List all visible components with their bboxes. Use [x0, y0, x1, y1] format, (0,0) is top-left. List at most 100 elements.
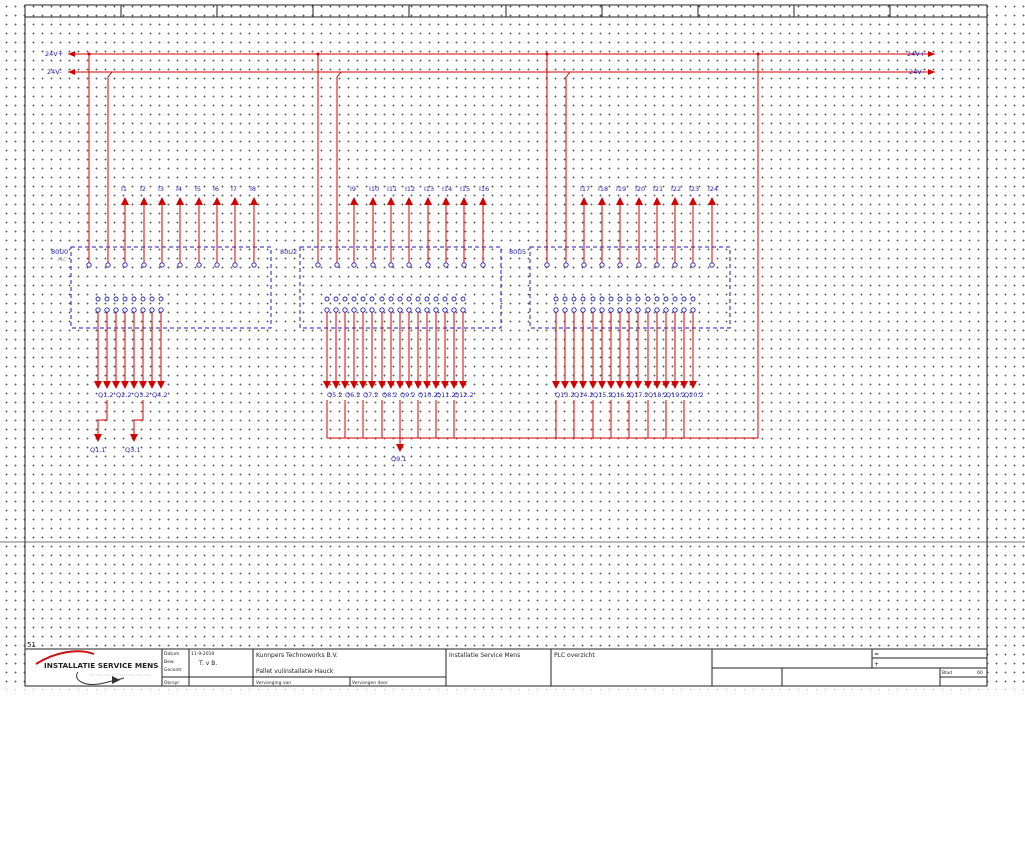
output-terminal [654, 307, 660, 313]
input-label: I24 [708, 185, 718, 193]
coil-terminal [617, 296, 623, 302]
supply-terminal [563, 262, 569, 268]
output-terminal [608, 307, 614, 313]
output-label: Q6.2 [345, 391, 360, 399]
merged-output-label: Q9.1 [391, 455, 406, 463]
output-terminal [424, 307, 430, 313]
junction-dot [545, 52, 549, 56]
input-terminal [122, 262, 128, 268]
date-label: Datum [164, 651, 179, 657]
module-tag: 80U2 [280, 248, 297, 256]
coil-terminal [580, 296, 586, 302]
coil-terminal [415, 296, 421, 302]
output-terminal [580, 307, 586, 313]
coil-terminal [158, 296, 164, 302]
output-terminal [122, 307, 128, 313]
input-terminal [480, 262, 486, 268]
output-terminal [149, 307, 155, 313]
coil-terminal [460, 296, 466, 302]
output-terminal [617, 307, 623, 313]
sheet-label: Blad [942, 670, 952, 676]
input-label: I23 [689, 185, 699, 193]
input-terminal [690, 262, 696, 268]
common-return-bus [326, 54, 759, 439]
coil-terminal [95, 296, 101, 302]
date-value: 11-9-2019 [191, 651, 214, 657]
input-label: I17 [580, 185, 590, 193]
output-terminal [681, 307, 687, 313]
replacement-of-label: Vervanging van [256, 680, 291, 686]
coil-terminal [571, 296, 577, 302]
output-terminal [406, 307, 412, 313]
input-terminal [425, 262, 431, 268]
project-name: Pallet vulinstallatie Hauck [256, 668, 334, 675]
page-number: 51 [27, 641, 36, 649]
merge-wire-q1 [97, 400, 108, 440]
output-label: Q10.2 [418, 391, 438, 399]
output-terminal [140, 307, 146, 313]
rail-positive-label-right: 24V+ [907, 50, 925, 58]
input-label: I20 [635, 185, 645, 193]
output-label: Q20.2 [684, 391, 704, 399]
output-terminal [379, 307, 385, 313]
coil-terminal [131, 296, 137, 302]
junction-dot [316, 52, 320, 56]
input-terminal [581, 262, 587, 268]
output-label: Q5.2 [327, 391, 342, 399]
coil-terminal [442, 296, 448, 302]
input-label: I4 [176, 185, 182, 193]
output-terminal [397, 307, 403, 313]
output-terminal [562, 307, 568, 313]
output-terminal [333, 307, 339, 313]
output-terminal [369, 307, 375, 313]
input-label: I1 [121, 185, 127, 193]
editor-value: T. v B. [198, 660, 217, 667]
rail-positive-label-left: 24V+ [45, 50, 63, 58]
rail-negative-label-right: 24V- [909, 68, 924, 76]
input-terminal [443, 262, 449, 268]
input-terminal [159, 262, 165, 268]
terminal-layer [86, 262, 715, 313]
junction-dot [87, 52, 91, 56]
replaced-by-label: Vervangen door [352, 680, 388, 686]
merge-wire-q3 [133, 400, 144, 440]
input-label: I6 [213, 185, 219, 193]
coil-terminal [369, 296, 375, 302]
input-label: I9 [350, 185, 356, 193]
supply-wire-negative [107, 71, 113, 265]
output-label: Q18.2 [648, 391, 668, 399]
coil-terminal [360, 296, 366, 302]
coil-terminal [406, 296, 412, 302]
output-terminal [131, 307, 137, 313]
coil-terminal [140, 296, 146, 302]
input-terminal [636, 262, 642, 268]
company-logo: INSTALLATIE SERVICE MENS [35, 650, 158, 686]
coil-terminal [342, 296, 348, 302]
output-terminal [342, 307, 348, 313]
installation-name: Installatie Service Mens [449, 652, 520, 659]
output-label: Q11.2 [436, 391, 456, 399]
sheet-number: 60 [977, 670, 983, 676]
output-terminal [590, 307, 596, 313]
input-label: I5 [195, 185, 201, 193]
input-label: I8 [250, 185, 256, 193]
coil-terminal [635, 296, 641, 302]
coil-terminal [663, 296, 669, 302]
input-label: I11 [387, 185, 397, 193]
original-label: Oorspr [164, 680, 179, 686]
output-terminal [599, 307, 605, 313]
module-tag: 80U5 [509, 248, 526, 256]
output-label: Q7.2 [363, 391, 378, 399]
coil-terminal [122, 296, 128, 302]
input-terminal [654, 262, 660, 268]
output-label: Q3.2 [134, 391, 149, 399]
module-80u2 [299, 246, 502, 329]
company-name: Kunnpers Technoworks B.V. [256, 652, 338, 659]
input-label: I14 [442, 185, 452, 193]
coil-terminal [654, 296, 660, 302]
output-label: Q13.2 [555, 391, 575, 399]
input-label: I2 [140, 185, 146, 193]
merged-output-label: Q3.1 [125, 446, 140, 454]
output-terminal [433, 307, 439, 313]
